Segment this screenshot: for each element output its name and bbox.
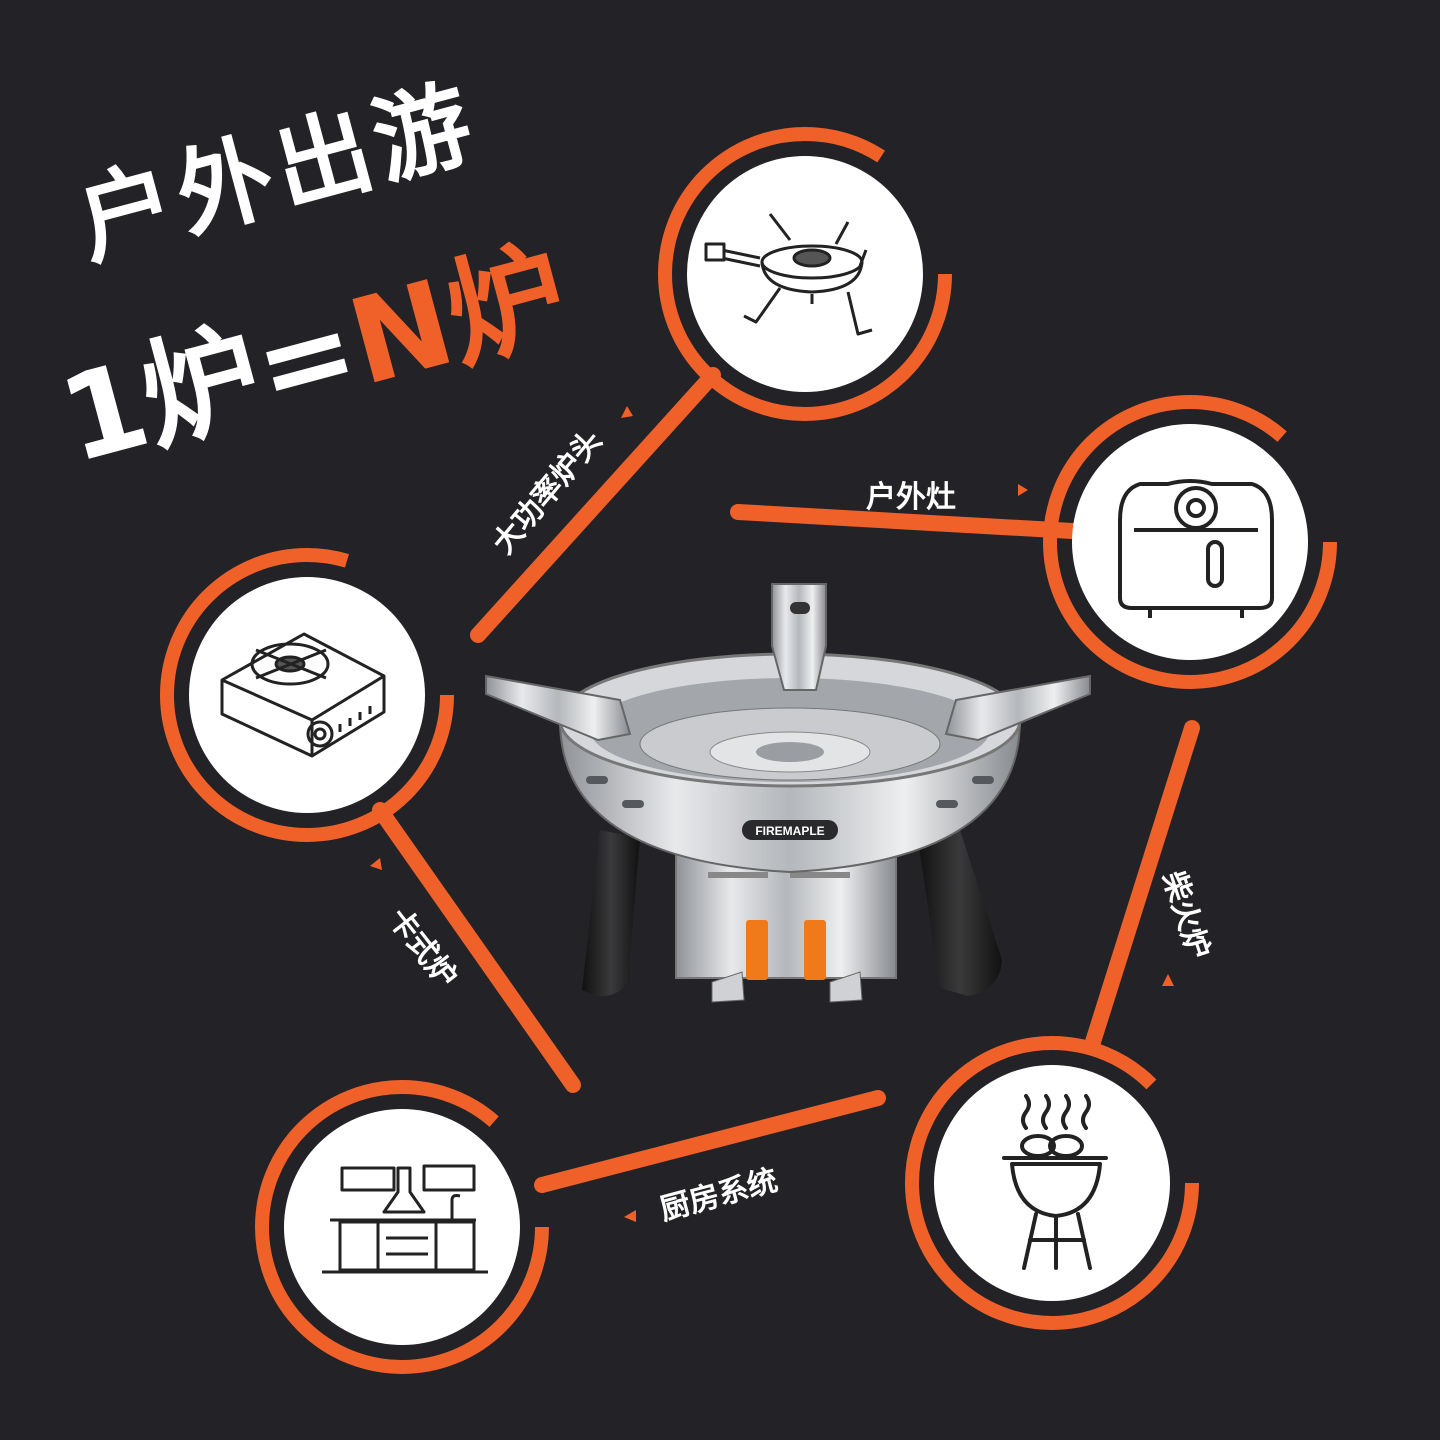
arrow-marker [1162, 974, 1174, 986]
arrow-marker [1018, 484, 1028, 496]
label-outdoor-stove: 户外灶 [866, 480, 956, 515]
arrow-marker [621, 406, 633, 418]
bbq-grill-icon [1002, 1094, 1108, 1270]
connector-line [534, 1090, 886, 1193]
product-stove: FIREMAPLE [485, 583, 1091, 1003]
arrow-marker [370, 858, 382, 870]
kitchen-system-circle [255, 1080, 549, 1374]
cassette-stove-circle [160, 548, 454, 842]
connector-line [470, 367, 721, 643]
connector-line [1084, 720, 1200, 1053]
brand-plate: FIREMAPLE [755, 824, 824, 838]
connector-line [372, 802, 581, 1093]
wood-stove-circle [905, 1036, 1199, 1330]
kitchen-icon [322, 1164, 488, 1274]
burner-stove-circle [658, 127, 952, 421]
outdoor-stove-circle [1043, 395, 1337, 689]
burner-stove-icon [704, 213, 873, 336]
air-fryer-icon [1118, 479, 1274, 618]
arrow-marker [624, 1210, 636, 1222]
cassette-stove-icon [220, 632, 386, 758]
connector-line [730, 504, 1098, 540]
